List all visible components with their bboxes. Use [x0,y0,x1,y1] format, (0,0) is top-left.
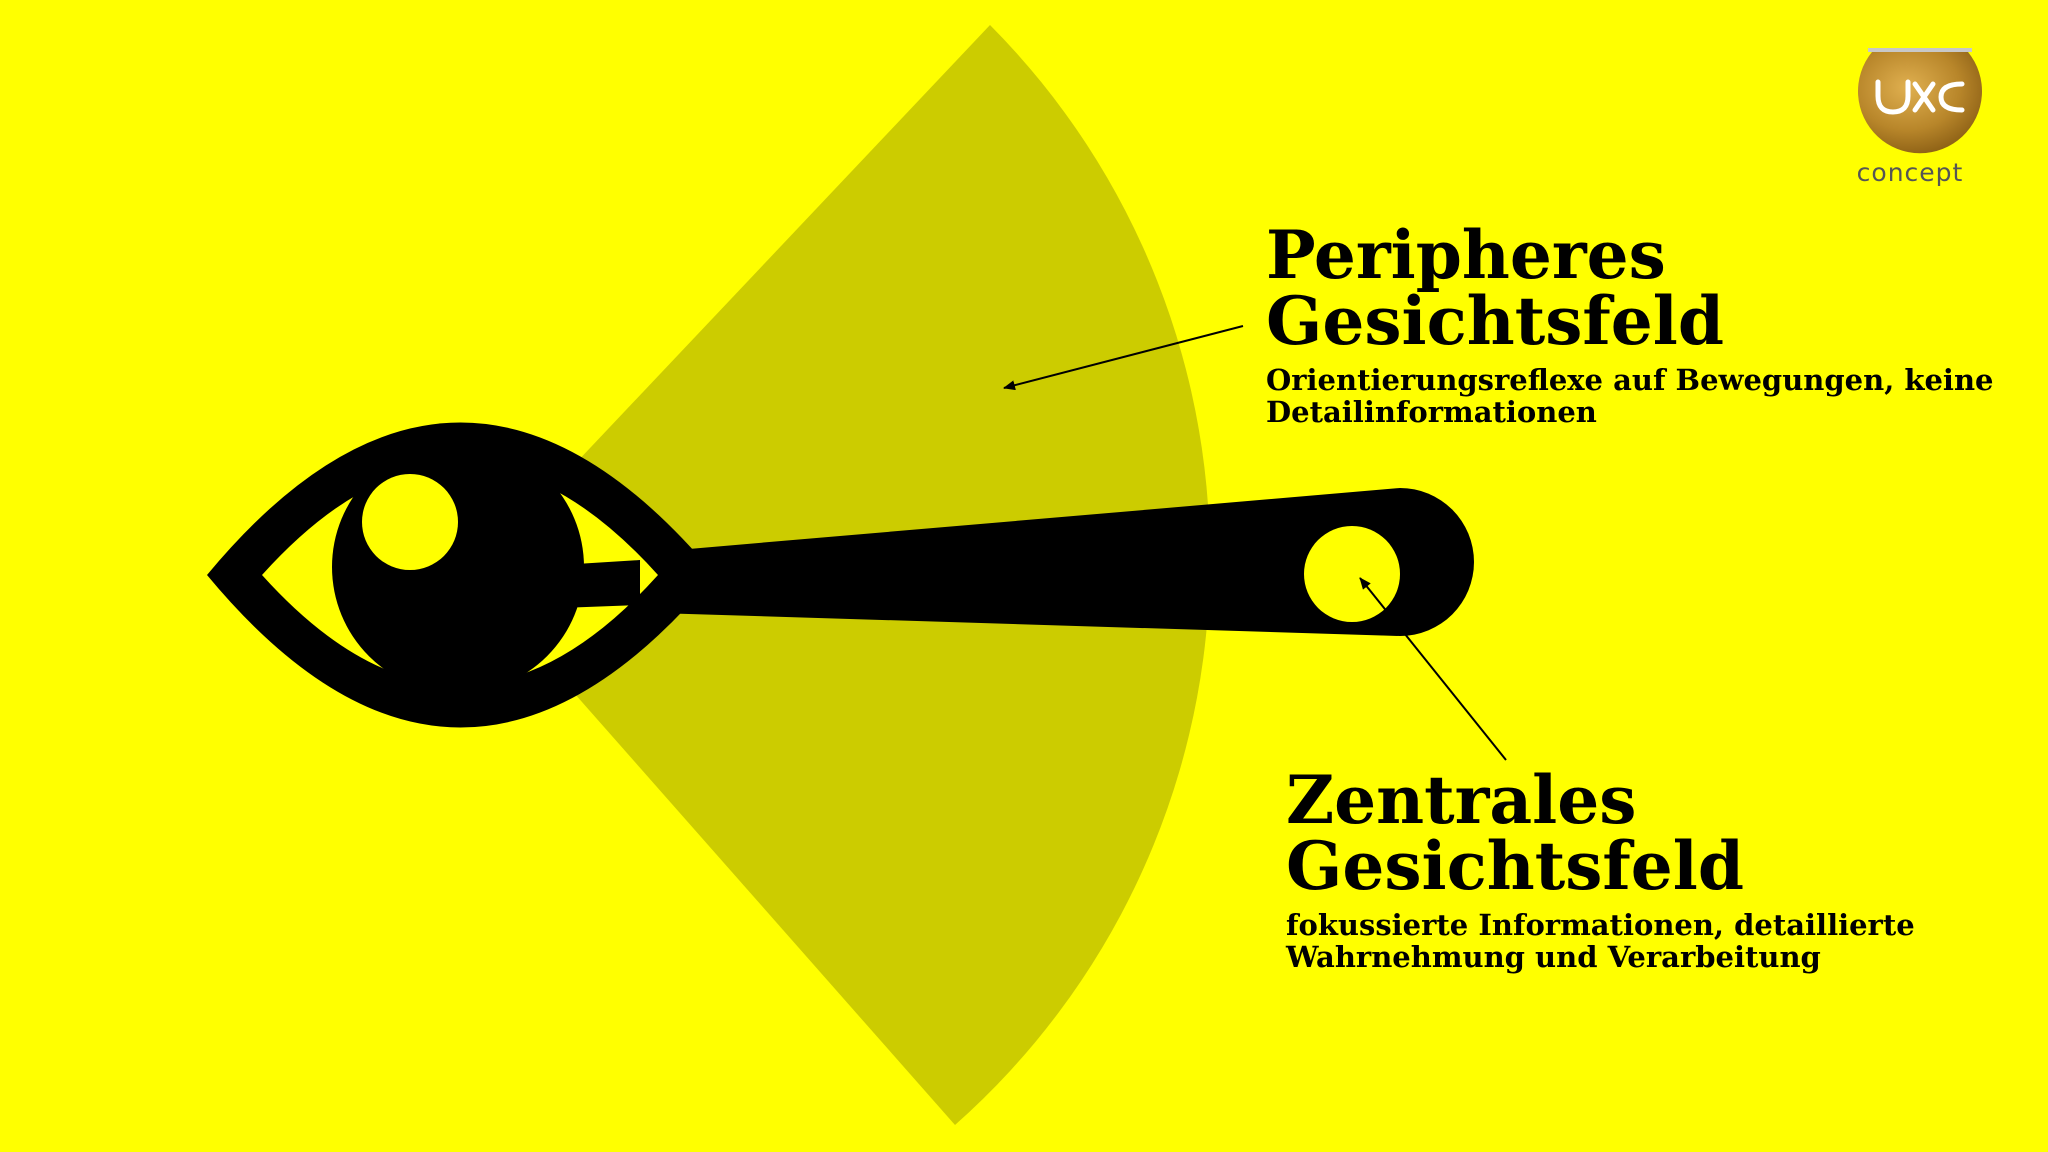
central-title-line1: Zentrales [1286,761,1637,839]
peripheral-title-line1: Peripheres [1266,216,1666,294]
logo-wordmark: concept [1856,158,1964,187]
focus-point-ring [1304,526,1400,622]
eye-icon [207,422,715,728]
peripheral-title-line2: Gesichtsfeld [1266,282,1725,360]
central-title-line2: Gesichtsfeld [1286,827,1745,905]
peripheral-desc-line1: Orientierungsreflexe auf Bewegungen, kei… [1266,363,1994,397]
central-field-label: Zentrales Gesichtsfeld fokussierte Infor… [1286,767,2026,973]
central-desc-line1: fokussierte Informationen, detaillierte [1286,908,1915,942]
peripheral-field-label: Peripheres Gesichtsfeld Orientierungsref… [1266,222,2026,428]
central-arrow [1359,577,1507,761]
peripheral-arrow [1003,325,1244,391]
peripheral-desc-line2: Detailinformationen [1266,395,1597,429]
central-sight-beam [560,488,1474,636]
central-description: fokussierte Informationen, detaillierte … [1286,909,2026,973]
ux-concept-logo [1858,48,1982,154]
central-desc-line2: Wahrnehmung und Verarbeitung [1286,940,1821,974]
peripheral-description: Orientierungsreflexe auf Bewegungen, kei… [1266,364,2026,428]
